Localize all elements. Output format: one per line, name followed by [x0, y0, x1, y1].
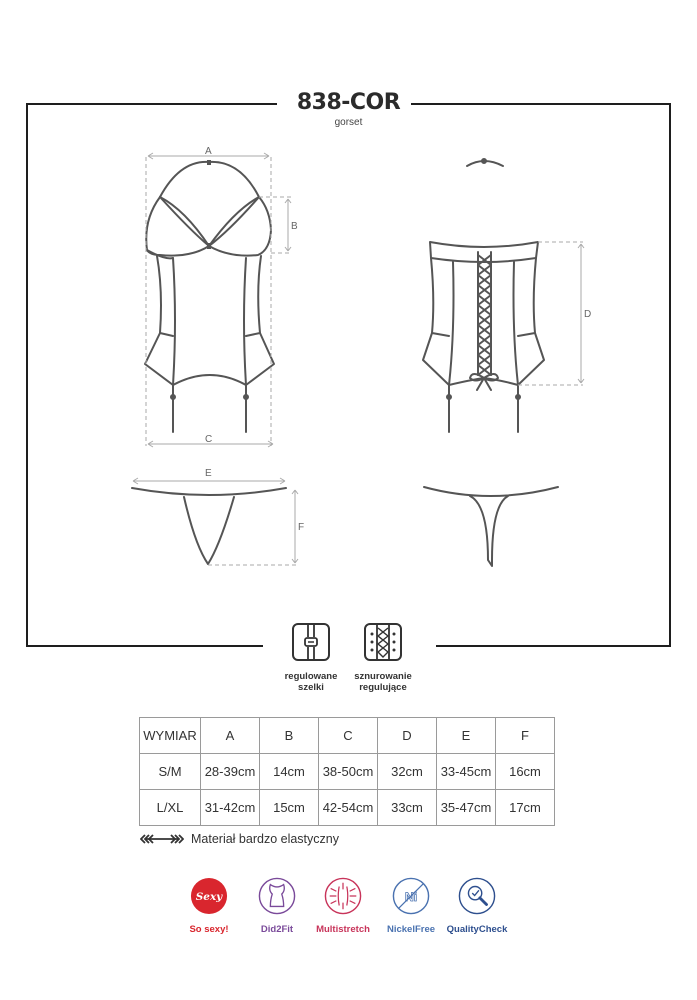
adjustable-straps-icon [292, 623, 330, 661]
value-cell: 17cm [495, 789, 555, 826]
table-header-row: WYMIAR A B C D E F [139, 717, 555, 754]
value-cell: 15cm [259, 789, 319, 826]
product-type: gorset [334, 117, 363, 128]
badge-quality-check: QualityCheck [437, 877, 517, 935]
technical-drawing: A B C D E F [131, 146, 591, 567]
value-cell: 32cm [377, 753, 437, 790]
badge-nickel-free: Ni NickelFree [371, 877, 451, 935]
header-cell: E [436, 717, 496, 754]
value-cell: 16cm [495, 753, 555, 790]
nickel-free-icon: Ni [392, 877, 430, 915]
badge-label: So sexy! [189, 924, 229, 935]
product-code: 838-COR [296, 90, 401, 115]
elastic-note-text: Materiał bardzo elastyczny [191, 832, 339, 846]
feature-lacing: sznurowanie regulujące [333, 622, 433, 693]
back-corset-drawing [422, 160, 545, 433]
size-table: WYMIAR A B C D E F S/M 28-39cm 14cm 38-5… [139, 717, 555, 826]
sexy-icon: Sexy [190, 877, 228, 915]
front-corset-drawing [144, 160, 275, 433]
badge-label: Did2Fit [260, 924, 294, 935]
frame-bottom-right [436, 645, 671, 647]
svg-text:D: D [584, 309, 591, 320]
value-cell: 14cm [259, 753, 319, 790]
badge-multistretch: Multistretch [303, 877, 383, 935]
badge-did2fit: Did2Fit [237, 877, 317, 935]
svg-text:E: E [205, 468, 212, 479]
header-cell: F [495, 717, 555, 754]
svg-text:Ni: Ni [405, 890, 417, 904]
table-row: S/M 28-39cm 14cm 38-50cm 32cm 33-45cm 16… [139, 753, 555, 790]
value-cell: 33cm [377, 789, 437, 826]
badge-label: QualityCheck [446, 924, 508, 935]
frame-right [669, 103, 671, 647]
lacing-icon [364, 623, 402, 661]
feature-label-line1: regulowane [284, 671, 338, 682]
badge-label: Multistretch [316, 924, 370, 935]
back-thong-drawing [423, 486, 559, 567]
svg-text:A: A [205, 146, 212, 157]
value-cell: 33-45cm [436, 753, 496, 790]
feature-label-line1: sznurowanie [354, 671, 412, 682]
value-cell: 28-39cm [200, 753, 260, 790]
size-cell: S/M [139, 753, 201, 790]
frame-top-right [411, 103, 671, 105]
value-cell: 38-50cm [318, 753, 378, 790]
frame-bottom-left [26, 645, 263, 647]
svg-text:B: B [291, 221, 298, 232]
value-cell: 35-47cm [436, 789, 496, 826]
size-cell: L/XL [139, 789, 201, 826]
svg-text:Sexy: Sexy [196, 891, 223, 903]
table-row: L/XL 31-42cm 15cm 42-54cm 33cm 35-47cm 1… [139, 789, 555, 826]
frame-left [26, 103, 28, 647]
stretch-arrows-icon [140, 834, 184, 844]
multistretch-icon [324, 877, 362, 915]
value-cell: 31-42cm [200, 789, 260, 826]
frame-top-left [26, 103, 277, 105]
value-cell: 42-54cm [318, 789, 378, 826]
header-cell: C [318, 717, 378, 754]
feature-label-line2: regulujące [359, 682, 407, 693]
front-thong-drawing [131, 487, 287, 565]
did2fit-icon [258, 877, 296, 915]
svg-text:C: C [205, 434, 212, 445]
svg-text:F: F [298, 522, 304, 533]
header-cell: A [200, 717, 260, 754]
badge-so-sexy: Sexy So sexy! [169, 877, 249, 935]
header-cell: B [259, 717, 319, 754]
badge-label: NickelFree [386, 924, 436, 935]
header-cell: WYMIAR [139, 717, 201, 754]
header-cell: D [377, 717, 437, 754]
feature-adjustable-straps: regulowane szelki [261, 622, 361, 693]
feature-label-line2: szelki [298, 682, 324, 693]
quality-check-icon [458, 877, 496, 915]
elastic-note: Materiał bardzo elastyczny [140, 832, 339, 846]
